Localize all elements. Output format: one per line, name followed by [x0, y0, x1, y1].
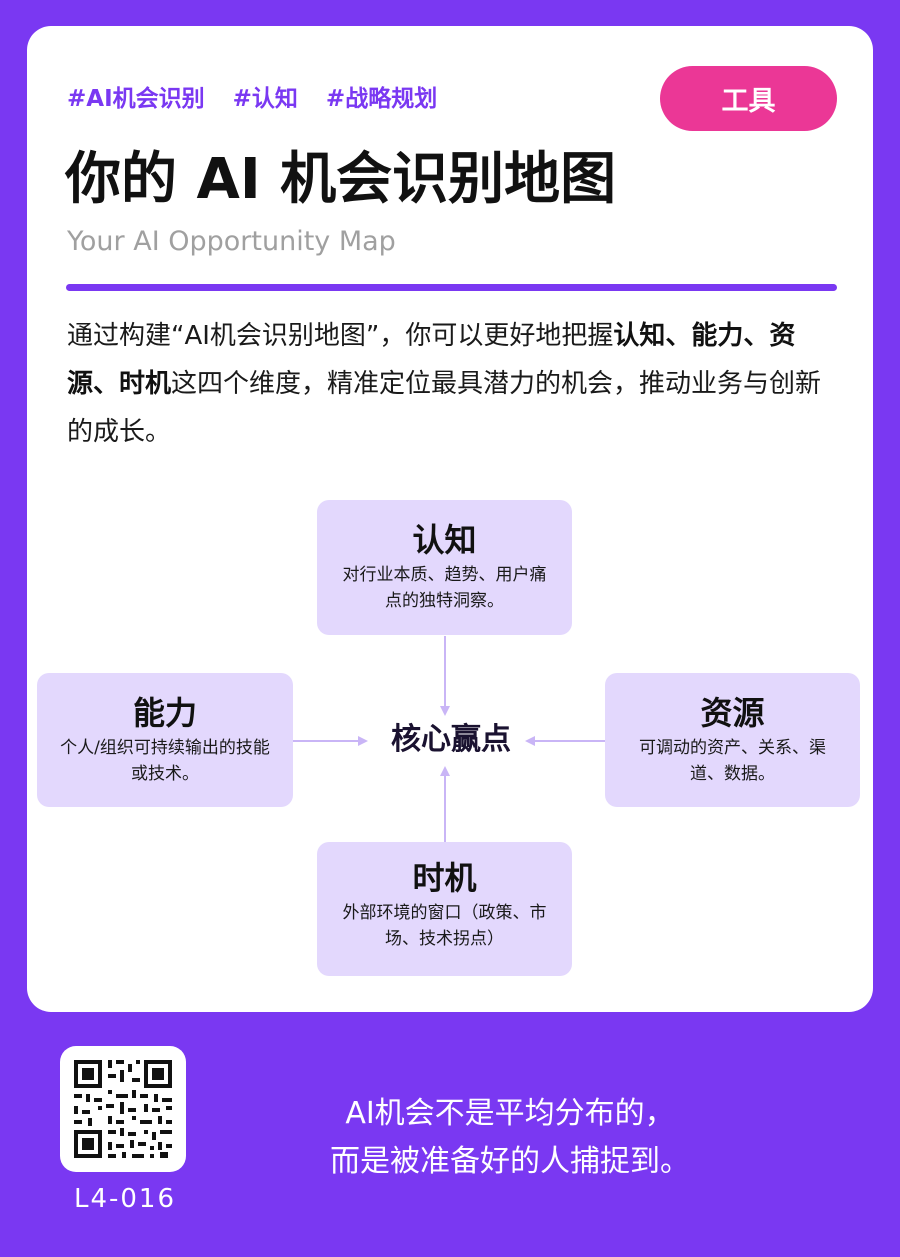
- timing-title: 时机: [412, 859, 477, 897]
- card-code: L4-016: [73, 1184, 177, 1214]
- quote-line-2: 而是被准备好的人捕捉到。: [330, 1144, 690, 1179]
- intro-text-2: 这四个维度，精准定位最具潜力的机会，推动业务与创新的成长。: [67, 369, 822, 447]
- quote-line-1: AI机会不是平均分布的，: [345, 1096, 675, 1131]
- tag-ai-opportunity[interactable]: #AI机会识别: [67, 86, 205, 112]
- cognition-box: 认知 对行业本质、趋势、用户痛点的独特洞察。: [317, 500, 572, 635]
- qr-code[interactable]: [60, 1046, 186, 1172]
- tag-list: #AI机会识别 #认知 #战略规划: [67, 84, 437, 114]
- title-divider: [66, 284, 837, 291]
- resource-title: 资源: [700, 694, 765, 732]
- intro-text-1: 通过构建“AI机会识别地图”，你可以更好地把握: [67, 321, 614, 351]
- intro-paragraph: 通过构建“AI机会识别地图”，你可以更好地把握认知、能力、资源、时机这四个维度，…: [67, 312, 847, 456]
- cognition-title: 认知: [412, 521, 477, 559]
- resource-box: 资源 可调动的资产、关系、渠道、数据。: [605, 673, 860, 807]
- page-subtitle: Your AI Opportunity Map: [67, 226, 396, 257]
- cognition-desc: 对行业本质、趋势、用户痛点的独特洞察。: [342, 565, 547, 611]
- ability-title: 能力: [132, 694, 197, 732]
- timing-desc: 外部环境的窗口（政策、市场、技术拐点）: [342, 903, 547, 949]
- intro-dimensions: 认知、能力、资源、时机: [67, 321, 796, 399]
- resource-desc: 可调动的资产、关系、渠道、数据。: [639, 738, 826, 784]
- ability-desc: 个人/组织可持续输出的技能或技术。: [60, 738, 270, 784]
- tool-badge: 工具: [660, 66, 837, 131]
- core-winning-point: 核心赢点: [391, 722, 511, 757]
- ability-box: 能力 个人/组织可持续输出的技能或技术。: [37, 673, 293, 807]
- page-title: 你的 AI 机会识别地图: [65, 147, 617, 212]
- qr-code-icon: [74, 1060, 172, 1158]
- tag-cognition[interactable]: #认知: [232, 86, 298, 112]
- timing-box: 时机 外部环境的窗口（政策、市场、技术拐点）: [317, 842, 572, 976]
- tag-strategy[interactable]: #战略规划: [325, 86, 438, 112]
- footer-quote: AI机会不是平均分布的， 而是被准备好的人捕捉到。: [290, 1090, 730, 1186]
